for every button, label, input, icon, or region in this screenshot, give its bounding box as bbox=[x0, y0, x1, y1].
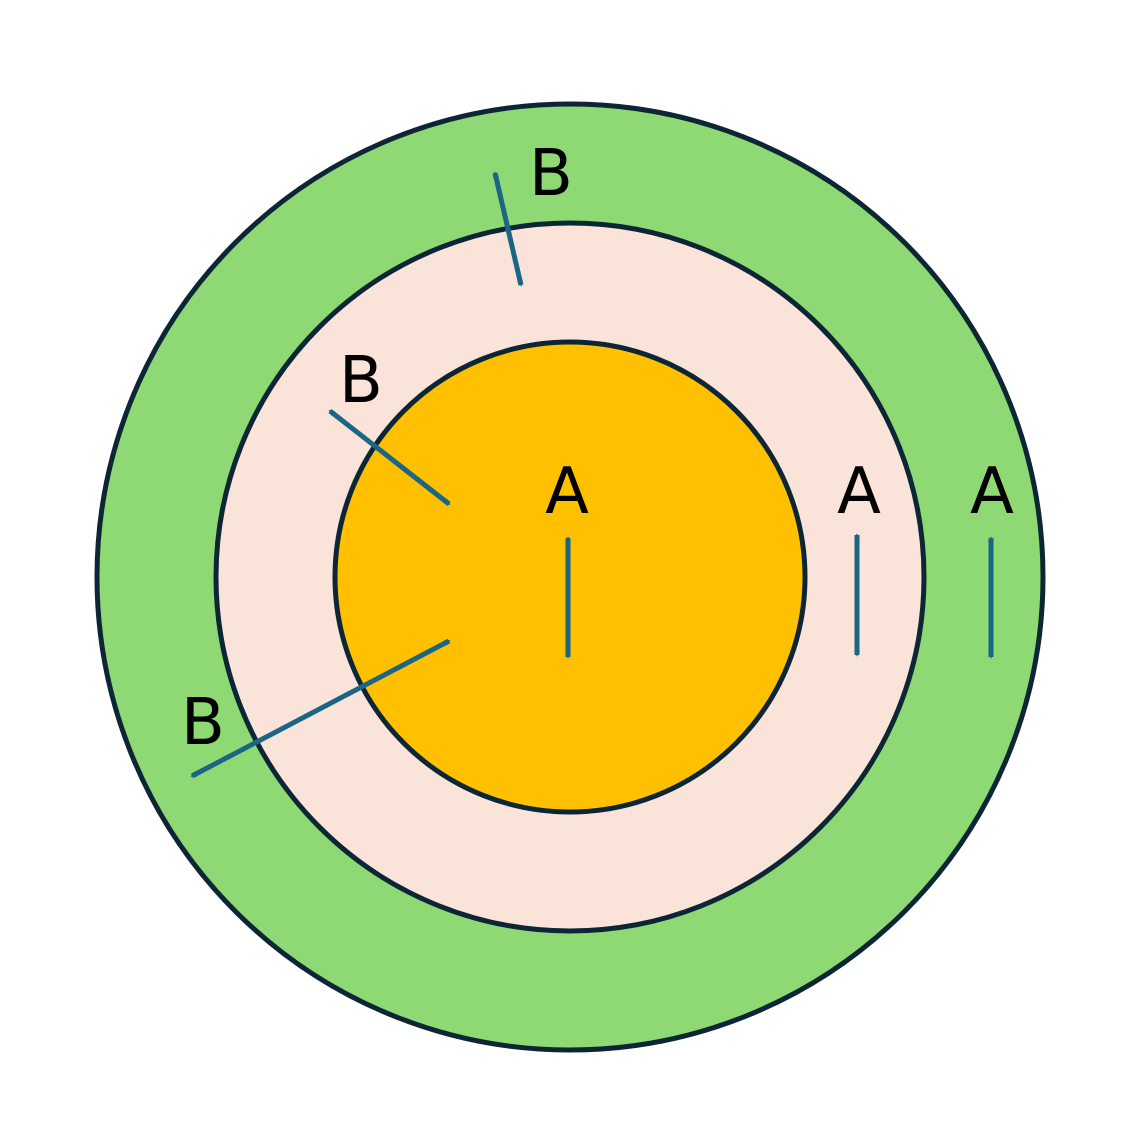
arrow-top-crossing bbox=[492, 171, 524, 287]
label-middle-ring-right: A bbox=[837, 455, 881, 529]
arrow-lower-left-crossing bbox=[190, 638, 451, 779]
label-boundary-top: B bbox=[529, 137, 573, 211]
label-boundary-upper-left: B bbox=[339, 344, 383, 418]
label-core-center: A bbox=[545, 455, 589, 529]
label-outer-ring-right: A bbox=[970, 455, 1014, 529]
arrow-upper-left-crossing bbox=[328, 409, 451, 506]
label-boundary-lower-left: B bbox=[181, 686, 225, 760]
